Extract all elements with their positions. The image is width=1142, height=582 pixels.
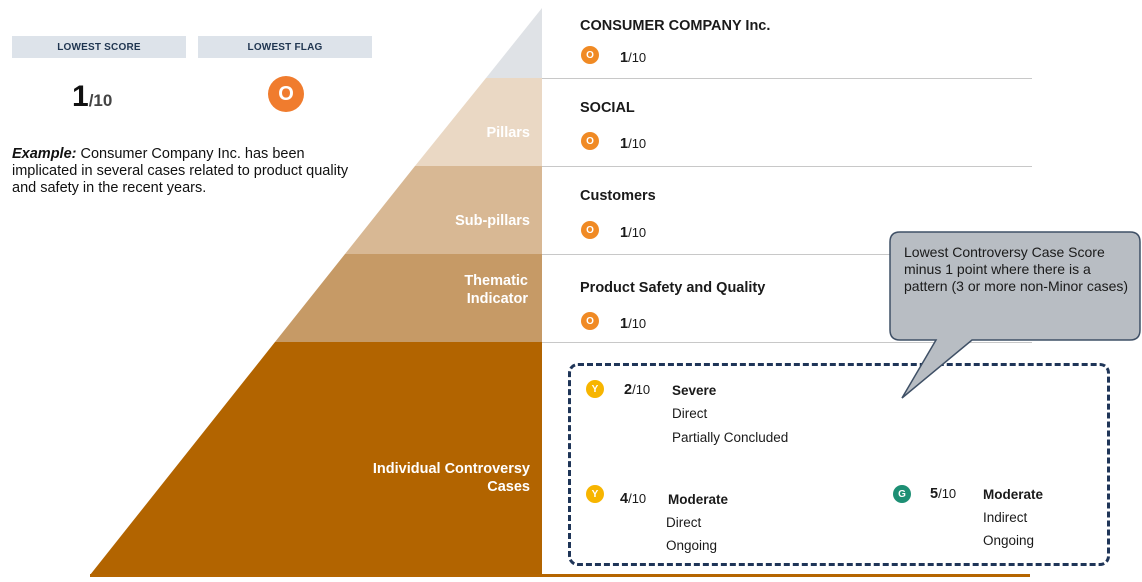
level-score-customers: 1/10 bbox=[620, 225, 646, 241]
level-title-customers: Customers bbox=[580, 188, 656, 204]
tier-label-pillars: Pillars bbox=[486, 125, 530, 141]
tier-label-cases: Individual Controversy Cases bbox=[372, 461, 530, 495]
score-denominator: /10 bbox=[938, 486, 957, 501]
case-score: 5/10 bbox=[930, 486, 956, 502]
flag-badge-yellow: Y bbox=[586, 485, 604, 503]
pyramid-tier-apex bbox=[486, 8, 542, 78]
flag-badge-orange: O bbox=[581, 46, 599, 64]
flag-badge-orange: O bbox=[581, 221, 599, 239]
lowest-flag-header: LOWEST FLAG bbox=[198, 36, 372, 58]
score-denominator: /10 bbox=[628, 136, 647, 151]
level-separator bbox=[542, 254, 1032, 255]
tier-label-subpillars: Sub-pillars bbox=[455, 213, 530, 229]
lowest-score-value: 1/10 bbox=[72, 80, 112, 114]
score-number: 1 bbox=[620, 316, 629, 332]
level-title-product-safety: Product Safety and Quality bbox=[580, 280, 766, 296]
case-detail: Direct bbox=[672, 406, 708, 421]
base-line bbox=[90, 574, 1030, 577]
score-denominator: /10 bbox=[628, 225, 647, 240]
case-detail: Partially Concluded bbox=[672, 430, 789, 445]
flag-badge-orange: O bbox=[581, 132, 599, 150]
flag-badge-orange: O bbox=[581, 312, 599, 330]
score-denominator: /10 bbox=[628, 50, 647, 65]
pyramid-tier-subpillars bbox=[345, 166, 542, 254]
example-lead: Example: bbox=[12, 146, 77, 162]
case-detail: Ongoing bbox=[666, 538, 718, 553]
example-body: Consumer Company Inc. has been implicate… bbox=[12, 146, 349, 196]
level-title-company: CONSUMER COMPANY Inc. bbox=[580, 18, 771, 34]
score-denominator: /10 bbox=[628, 316, 647, 331]
flag-badge-yellow: Y bbox=[586, 380, 604, 398]
lowest-score-denominator: /10 bbox=[88, 91, 113, 110]
case-detail: Ongoing bbox=[983, 533, 1035, 548]
case-severity: Moderate bbox=[983, 487, 1044, 502]
level-score-product-safety: 1/10 bbox=[620, 316, 646, 332]
score-number: 4 bbox=[620, 491, 629, 507]
score-denominator: /10 bbox=[628, 491, 647, 506]
score-number: 5 bbox=[930, 486, 939, 502]
example-text: Example: Consumer Company Inc. has been … bbox=[12, 146, 372, 197]
pyramid-tier-cases bbox=[90, 342, 542, 575]
case-severity: Moderate bbox=[668, 492, 729, 507]
pyramid-tier-thematic bbox=[275, 254, 542, 342]
score-number: 1 bbox=[620, 136, 629, 152]
level-separator bbox=[542, 166, 1032, 167]
score-number: 1 bbox=[620, 50, 629, 66]
case-severity: Severe bbox=[672, 383, 717, 398]
flag-badge-green: G bbox=[893, 485, 911, 503]
case-detail: Direct bbox=[666, 515, 702, 530]
score-denominator: /10 bbox=[632, 382, 651, 397]
lowest-score-header: LOWEST SCORE bbox=[12, 36, 186, 58]
callout-text: Lowest Controversy Case Score minus 1 po… bbox=[904, 244, 1129, 294]
level-title-social: SOCIAL bbox=[580, 100, 635, 116]
case-detail: Indirect bbox=[983, 510, 1028, 525]
lowest-score-number: 1 bbox=[72, 80, 89, 113]
case-score: 4/10 bbox=[620, 491, 646, 507]
score-number: 1 bbox=[620, 225, 629, 241]
score-number: 2 bbox=[624, 382, 633, 398]
level-separator bbox=[542, 78, 1032, 79]
tier-label-thematic: Thematic Indicator bbox=[464, 273, 528, 307]
level-separator bbox=[542, 342, 1032, 343]
pyramid-tier-pillars bbox=[415, 78, 542, 166]
level-score-company: 1/10 bbox=[620, 50, 646, 66]
level-score-social: 1/10 bbox=[620, 136, 646, 152]
lowest-flag-badge: O bbox=[268, 76, 304, 112]
controversy-cases-box bbox=[568, 363, 1110, 566]
case-score: 2/10 bbox=[624, 382, 650, 398]
